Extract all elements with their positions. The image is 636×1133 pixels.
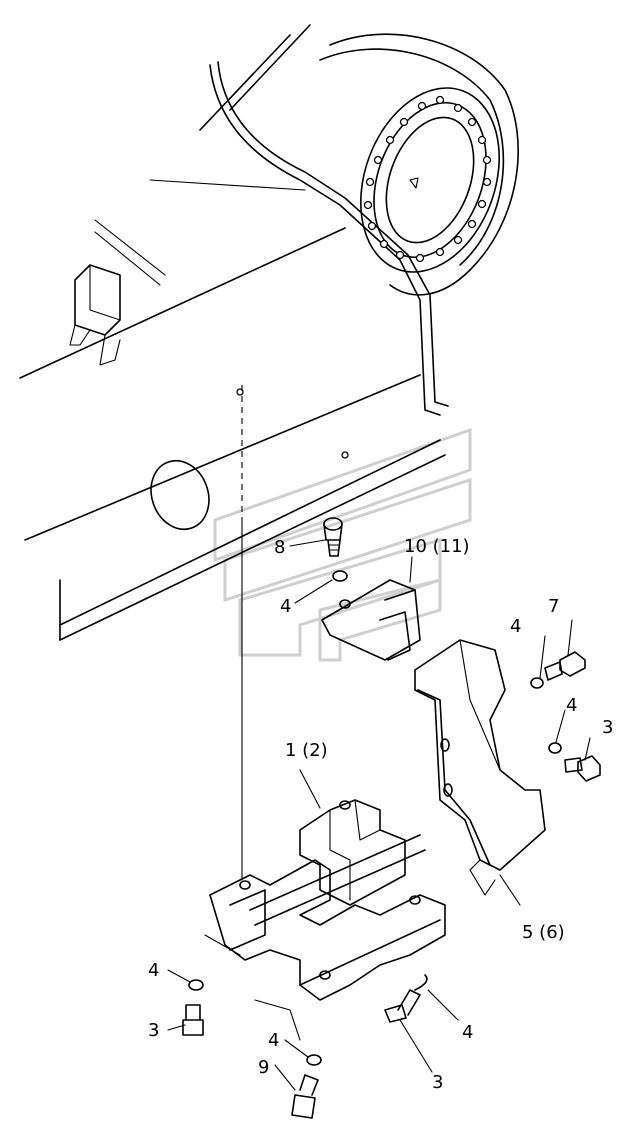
track-frame <box>19 24 449 641</box>
label-part-4: 4 <box>566 695 577 716</box>
watermark-logo <box>213 427 472 662</box>
plate-10 <box>321 579 421 661</box>
label-part-3: 3 <box>432 1072 443 1093</box>
bolt-9 <box>291 1074 319 1119</box>
label-part-3: 3 <box>148 1020 159 1041</box>
label-part-7: 7 <box>548 596 559 617</box>
wheel-bolt-holes <box>363 95 492 263</box>
mount-bracket-1 <box>209 799 446 1001</box>
washer-4-left <box>188 979 204 991</box>
washer-4-upper <box>332 570 348 582</box>
label-part-4: 4 <box>268 1030 279 1051</box>
leader-lines <box>167 539 591 1091</box>
label-part-9: 9 <box>258 1057 269 1078</box>
label-part-1-2: 1 (2) <box>285 740 328 761</box>
label-part-4: 4 <box>148 960 159 981</box>
label-part-8: 8 <box>274 537 285 558</box>
bolt-3-bottom <box>384 989 421 1023</box>
label-part-4: 4 <box>510 616 521 637</box>
bolt-3-right <box>548 742 601 782</box>
label-part-10-11: 10 (11) <box>404 536 470 557</box>
cover-bracket-5 <box>414 639 546 896</box>
washer-4-bottom <box>414 974 428 991</box>
label-part-3: 3 <box>602 717 613 738</box>
label-part-4: 4 <box>280 596 291 617</box>
bolt-8 <box>323 517 343 557</box>
washer-4-mid <box>306 1054 322 1066</box>
bolt-3-left <box>182 1004 204 1036</box>
sprocket-wheel <box>319 33 519 296</box>
label-part-4: 4 <box>462 1022 473 1043</box>
label-part-5-6: 5 (6) <box>522 922 565 943</box>
bolt-7 <box>530 651 586 689</box>
